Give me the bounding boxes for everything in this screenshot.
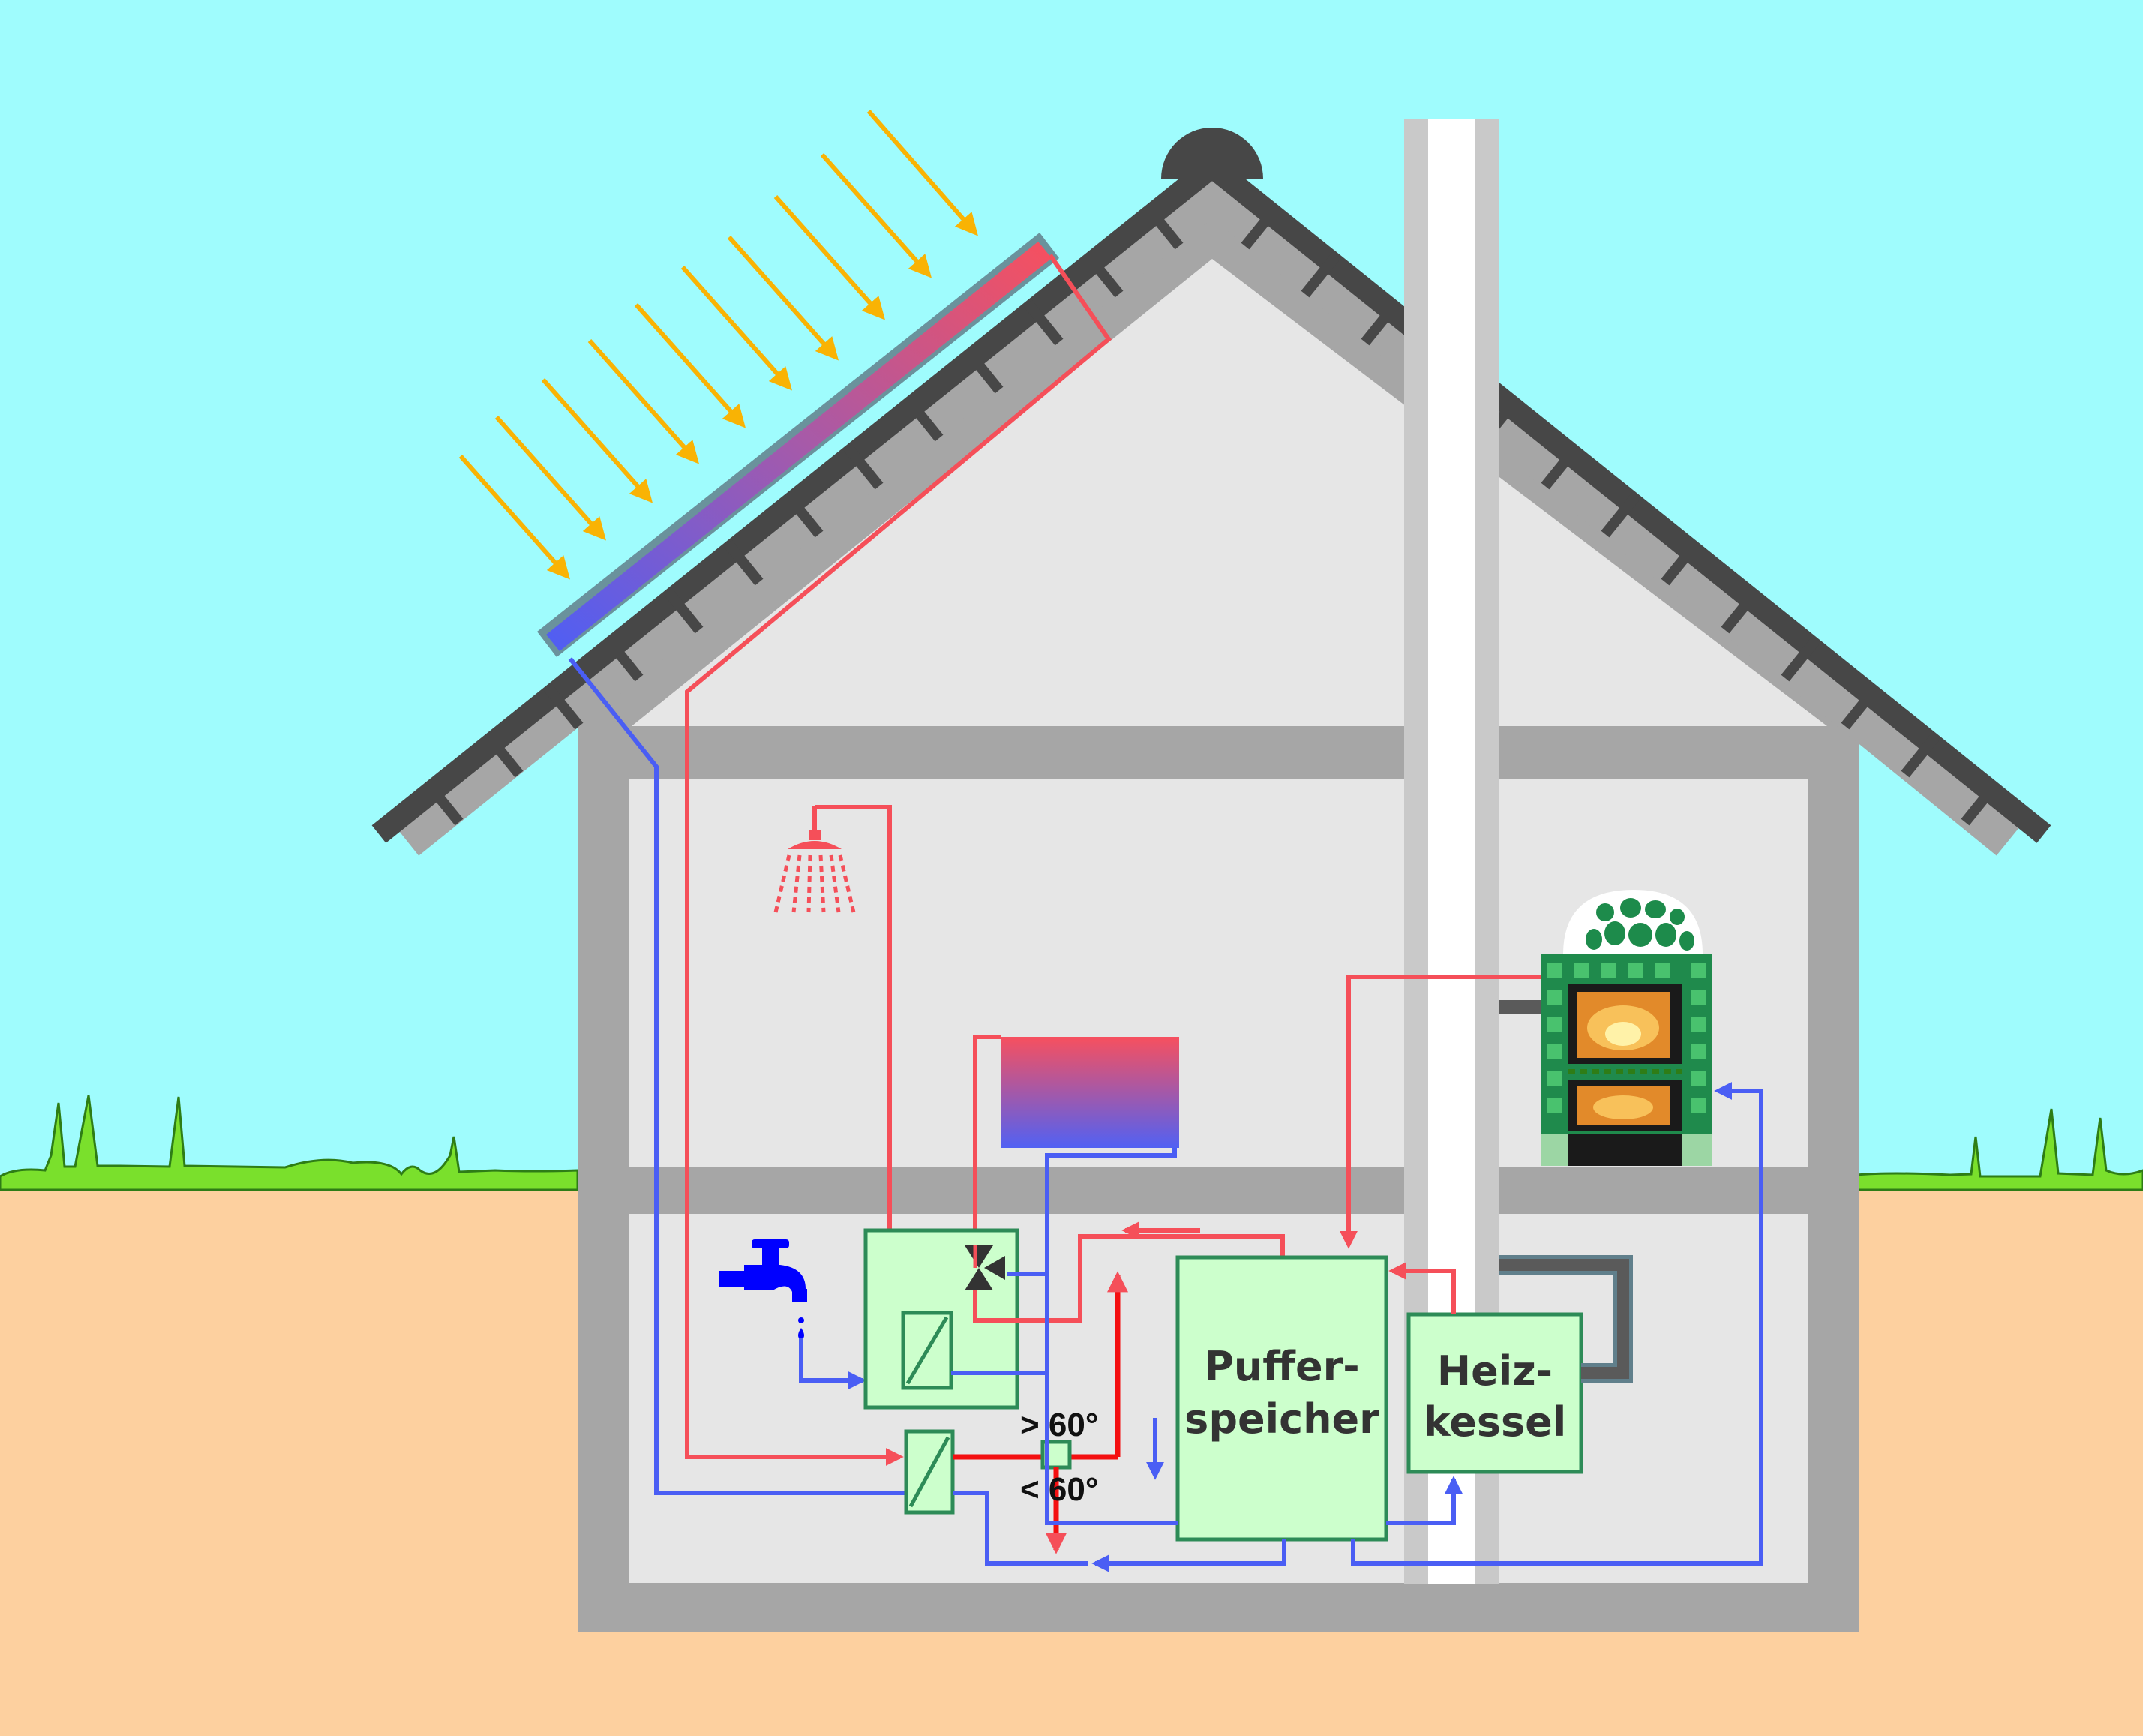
three-way-valve-icon — [965, 1245, 1005, 1290]
boiler-label-line1: Heiz- — [1437, 1347, 1553, 1395]
sun-ray-arrow-icon — [587, 339, 699, 464]
attic-room — [632, 259, 1827, 726]
below-threshold-label: < 60° — [1020, 1471, 1098, 1508]
stove-flow-pipe — [1340, 975, 1541, 1249]
sun-ray-arrow-icon — [773, 195, 885, 320]
roof — [371, 128, 2051, 856]
sun-ray-arrow-icon — [458, 455, 570, 580]
radiator-icon — [973, 1035, 1179, 1380]
grass-left — [0, 1095, 579, 1191]
radiator-return-pipe — [1045, 1380, 1178, 1525]
solar-flow-hot — [685, 254, 1112, 1466]
buffer-tank-label-line2: speicher — [1184, 1395, 1379, 1443]
boiler-return-pipe — [1386, 1476, 1463, 1525]
stove-return-pipe — [1351, 1082, 1763, 1566]
water-tap-icon — [719, 1239, 866, 1389]
grass-right — [1856, 1108, 2143, 1191]
heat-exchanger-icon — [901, 1311, 953, 1390]
buffer-tank: Puffer- speicher — [1175, 1255, 1388, 1542]
sun-ray-arrow-icon — [680, 266, 792, 391]
sun-ray-arrow-icon — [727, 236, 839, 361]
sun-ray-arrow-icon — [494, 416, 606, 541]
sun-ray-arrows — [458, 110, 978, 580]
sun-ray-arrow-icon — [820, 153, 932, 278]
boiler-flow-pipe — [1388, 1262, 1456, 1314]
solar-heat-exchanger — [904, 1271, 1128, 1566]
solar-loop-pipes — [568, 254, 1112, 1495]
tiled-stove-icon — [1499, 890, 1712, 1166]
sun-ray-arrow-icon — [866, 110, 978, 236]
above-threshold-label: > 60° — [1020, 1407, 1098, 1443]
solar-collector-icon — [537, 233, 1059, 657]
buffer-tank-label-line1: Puffer- — [1204, 1343, 1359, 1390]
boiler: Heiz- kessel — [1406, 1255, 1633, 1474]
solar-return-cold — [568, 657, 932, 1495]
sun-ray-arrow-icon — [541, 378, 653, 503]
sun-ray-arrow-icon — [634, 303, 746, 428]
roof-ridge-cap — [1161, 128, 1263, 179]
attic-floor — [578, 726, 1859, 779]
buffer-bottom-pipe — [1091, 1539, 1286, 1572]
thermostat-icon: > 60° < 60° — [1020, 1407, 1098, 1554]
hot-water-station — [863, 1221, 1285, 1410]
boiler-label-line2: kessel — [1424, 1398, 1567, 1446]
